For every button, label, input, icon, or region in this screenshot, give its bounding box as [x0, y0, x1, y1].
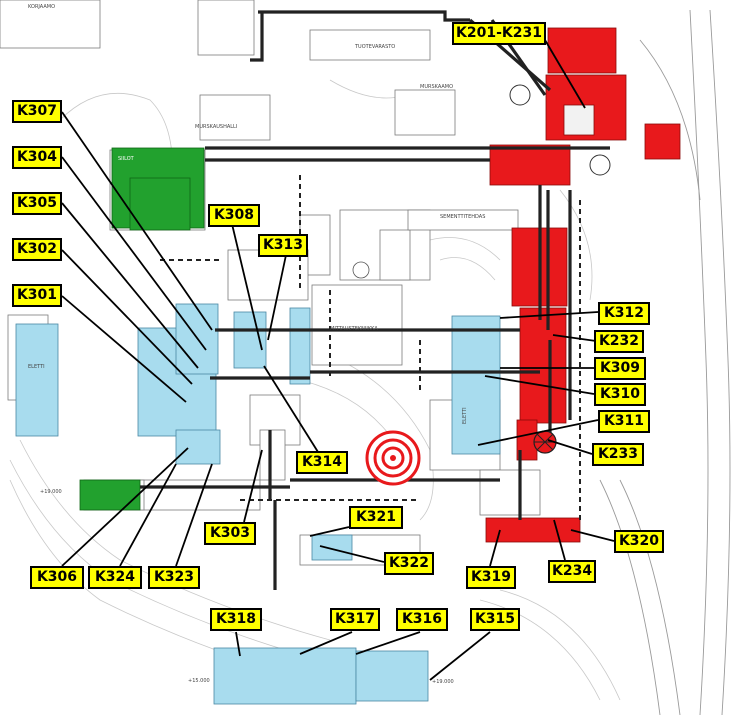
label-k324[interactable]: K324	[88, 566, 142, 589]
label-k308[interactable]: K308	[208, 204, 260, 227]
label-k307[interactable]: K307	[12, 100, 62, 123]
leader-lines	[61, 39, 615, 681]
label-k302[interactable]: K302	[12, 238, 62, 261]
map-text-elevation-2: +15.000	[188, 678, 210, 684]
label-k319[interactable]: K319	[466, 566, 516, 589]
label-k323[interactable]: K323	[148, 566, 200, 589]
label-k312[interactable]: K312	[598, 302, 650, 325]
label-k305[interactable]: K305	[12, 192, 62, 215]
map-text-sementtitehdas: SEMENTTITEHDAS	[440, 214, 485, 220]
label-k232[interactable]: K232	[594, 330, 644, 353]
map-text-elevation-1: +19.000	[40, 489, 62, 495]
label-k311[interactable]: K311	[598, 410, 650, 433]
label-k313[interactable]: K313	[258, 234, 308, 257]
label-k316[interactable]: K316	[396, 608, 448, 631]
label-k318[interactable]: K318	[210, 608, 262, 631]
map-text-murskaamo: MURSKAAMO	[420, 84, 453, 90]
map-text-korjaamo: KORJAAMO	[28, 4, 55, 10]
label-k201-k231[interactable]: K201-K231	[452, 22, 546, 45]
label-k310[interactable]: K310	[594, 383, 646, 406]
label-k317[interactable]: K317	[330, 608, 380, 631]
round-structures	[352, 84, 611, 486]
label-k303[interactable]: K303	[204, 522, 256, 545]
conveyor-lines	[140, 10, 610, 590]
map-text-tuotevarasto: TUOTEVARASTO	[354, 44, 395, 50]
map-text-eletti-2: ELETTI	[462, 407, 468, 424]
map-text-murskaushalli: MURSKAUSHALLI	[195, 124, 237, 130]
label-k304[interactable]: K304	[12, 146, 62, 169]
label-k301[interactable]: K301	[12, 284, 62, 307]
map-text-siilot: SIILOT	[118, 156, 135, 162]
existing-buildings	[79, 147, 205, 511]
building-outlines	[0, 0, 541, 566]
label-k233[interactable]: K233	[592, 443, 644, 466]
map-text-mittaustekniikka: MITTAUSTEKNIIKKA	[330, 326, 378, 332]
map-text-elevation-3: +19.000	[432, 679, 454, 685]
planned-areas	[15, 303, 501, 705]
conveyor-dashes	[160, 175, 581, 520]
label-k234[interactable]: K234	[548, 560, 596, 583]
terrain-contours	[9, 79, 621, 701]
label-k306[interactable]: K306	[30, 566, 84, 589]
label-k315[interactable]: K315	[470, 608, 520, 631]
label-k314[interactable]: K314	[296, 451, 348, 474]
label-k309[interactable]: K309	[594, 357, 646, 380]
map-text-eletti-1: ELETTI	[28, 364, 45, 370]
label-k322[interactable]: K322	[384, 552, 434, 575]
label-k320[interactable]: K320	[614, 530, 664, 553]
label-k321[interactable]: K321	[349, 506, 403, 529]
road	[599, 9, 731, 715]
